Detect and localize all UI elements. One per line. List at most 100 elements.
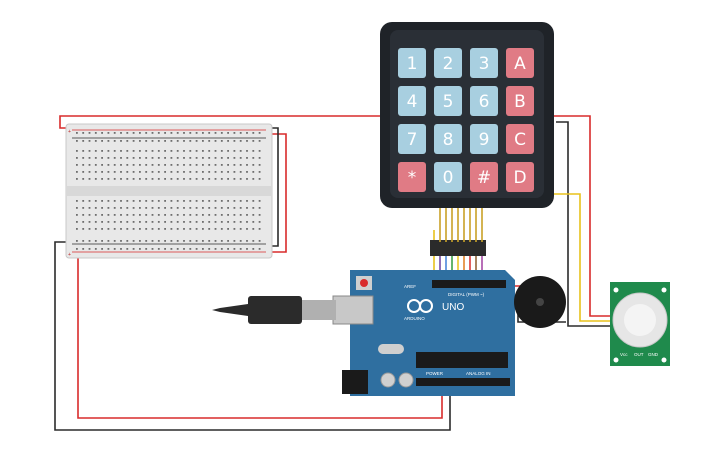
breadboard-hole	[258, 248, 261, 250]
breadboard-hole	[145, 178, 148, 180]
breadboard-hole	[227, 248, 229, 250]
breadboard-hole	[76, 150, 78, 152]
breadboard-hole	[246, 157, 248, 159]
breadboard-hole	[208, 240, 211, 242]
breadboard-hole	[189, 150, 192, 152]
breadboard-hole	[82, 248, 85, 250]
breadboard-hole	[202, 157, 204, 159]
breadboard-hole	[139, 171, 141, 173]
arduino-analog-label: ANALOG IN	[466, 371, 491, 376]
breadboard-hole	[164, 171, 166, 173]
arduino-board: UNO ARDUINO DIGITAL (PWM ~) ANALOG IN PO…	[212, 270, 515, 396]
breadboard-hole	[113, 228, 116, 230]
breadboard-hole	[239, 157, 242, 159]
breadboard-hole	[126, 200, 129, 202]
breadboard-hole	[76, 228, 78, 230]
breadboard-hole	[157, 178, 160, 180]
breadboard-hole	[258, 207, 261, 209]
breadboard-hole	[164, 140, 166, 142]
breadboard-hole	[176, 171, 179, 173]
wire-ground-pir	[556, 121, 610, 327]
breadboard-hole	[252, 221, 255, 223]
breadboard-hole	[176, 214, 179, 216]
breadboard-hole	[252, 240, 255, 242]
breadboard-hole	[239, 132, 242, 134]
breadboard-hole	[176, 248, 179, 250]
breadboard-hole	[233, 171, 236, 173]
breadboard-hole	[94, 178, 97, 180]
breadboard-hole	[227, 228, 229, 230]
breadboard-hole	[139, 207, 141, 209]
breadboard-hole	[202, 178, 204, 180]
keypad-key-label: 3	[479, 54, 490, 74]
keypad-key-label: *	[408, 168, 417, 188]
breadboard-hole	[239, 150, 242, 152]
breadboard-hole	[195, 178, 198, 180]
breadboard-hole	[214, 200, 217, 202]
breadboard-hole	[151, 248, 154, 250]
breadboard-hole	[157, 150, 160, 152]
breadboard-hole	[220, 150, 223, 152]
breadboard-hole	[189, 171, 192, 173]
breadboard-hole	[107, 178, 110, 180]
breadboard-hole	[258, 178, 261, 180]
breadboard-hole	[145, 157, 148, 159]
breadboard-hole	[157, 221, 160, 223]
breadboard-hole	[139, 221, 141, 223]
breadboard-hole	[157, 140, 160, 142]
breadboard-hole	[94, 214, 97, 216]
breadboard-hole	[170, 240, 173, 242]
keypad-header	[430, 240, 486, 256]
breadboard-hole	[183, 228, 185, 230]
breadboard-hole	[151, 171, 154, 173]
breadboard-hole	[202, 214, 204, 216]
breadboard-hole	[120, 178, 122, 180]
breadboard-hole	[139, 228, 141, 230]
breadboard-hole	[82, 164, 85, 166]
breadboard-hole	[233, 248, 236, 250]
breadboard-hole	[88, 140, 91, 142]
breadboard-hole	[107, 221, 110, 223]
breadboard-hole	[252, 178, 255, 180]
keypad-key-label: 1	[407, 54, 418, 74]
wire-ground-arduino	[54, 241, 451, 431]
breadboard-hole	[195, 157, 198, 159]
breadboard-hole	[82, 240, 85, 242]
breadboard-hole	[94, 200, 97, 202]
breadboard-hole	[76, 214, 78, 216]
keypad-key-12	[398, 162, 426, 192]
breadboard-hole	[76, 140, 78, 142]
breadboard-hole	[189, 214, 192, 216]
breadboard-hole	[113, 157, 116, 159]
breadboard-hole	[195, 132, 198, 134]
breadboard-hole	[220, 164, 223, 166]
breadboard-hole	[227, 200, 229, 202]
breadboard-hole	[120, 221, 122, 223]
breadboard-hole	[132, 240, 135, 242]
breadboard-hole	[202, 132, 204, 134]
breadboard-hole	[151, 157, 154, 159]
breadboard-hole	[233, 140, 236, 142]
breadboard-hole	[107, 164, 110, 166]
breadboard-hole	[258, 150, 261, 152]
breadboard-hole	[94, 157, 97, 159]
breadboard-hole	[76, 171, 78, 173]
breadboard-hole	[189, 207, 192, 209]
breadboard-hole	[176, 140, 179, 142]
breadboard-hole	[76, 240, 78, 242]
breadboard-hole	[107, 240, 110, 242]
breadboard-hole	[220, 200, 223, 202]
breadboard-hole	[246, 221, 248, 223]
keypad-key-0	[398, 48, 426, 78]
breadboard-hole	[195, 248, 198, 250]
breadboard-hole	[183, 207, 185, 209]
breadboard-hole	[139, 240, 141, 242]
breadboard-hole	[183, 214, 185, 216]
breadboard-hole	[183, 200, 185, 202]
breadboard-hole	[101, 228, 103, 230]
keypad-key-9	[434, 124, 462, 154]
breadboard-hole	[246, 214, 248, 216]
breadboard-hole	[120, 200, 122, 202]
breadboard-hole	[76, 178, 78, 180]
